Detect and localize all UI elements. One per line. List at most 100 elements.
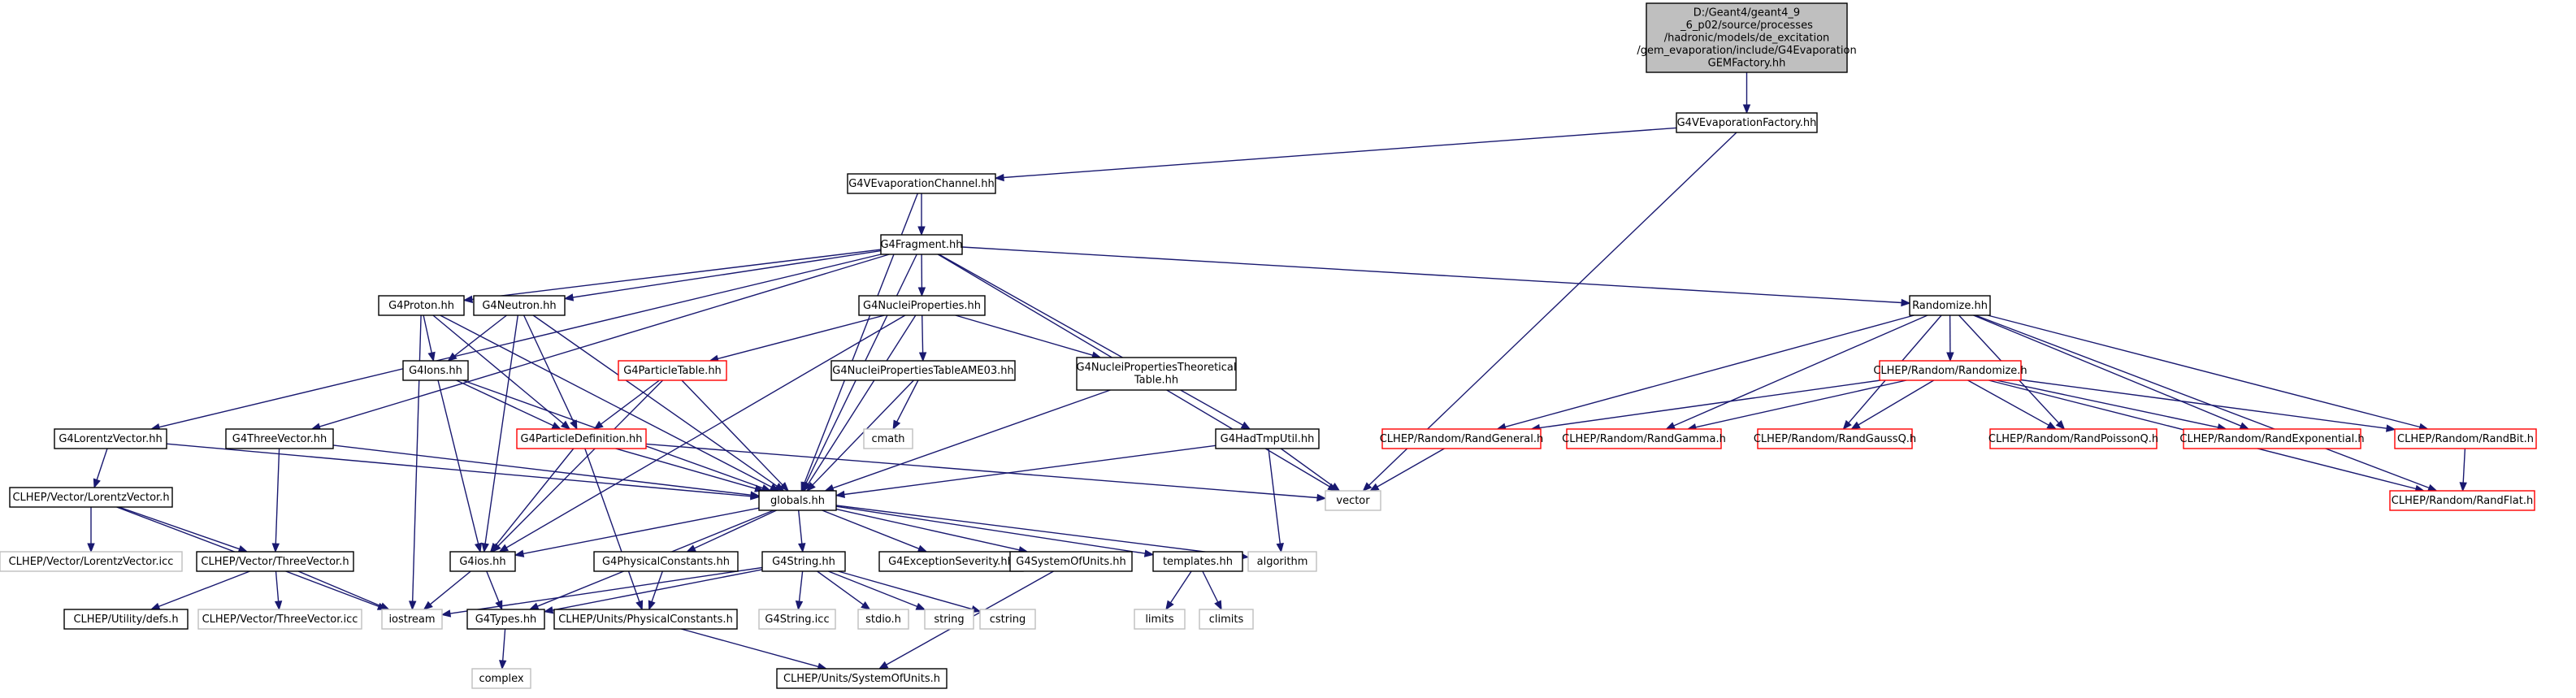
node-label: CLHEP/Random/RandGeneral.h — [1380, 433, 1544, 445]
node-label: GEMFactory.hh — [1708, 57, 1786, 69]
node-g4-fragment[interactable]: G4Fragment.hh — [880, 234, 963, 255]
arrowhead-icon — [495, 600, 503, 611]
node-globals[interactable]: globals.hh — [758, 490, 837, 511]
arrowhead-icon — [917, 287, 926, 297]
node-label: CLHEP/Random/RandGamma.h — [1562, 433, 1726, 445]
node-vector[interactable]: vector — [1325, 490, 1381, 511]
node-lorentz-vector-icc[interactable]: CLHEP/Vector/LorentzVector.icc — [0, 551, 183, 572]
node-clhepthree-vector[interactable]: CLHEP/Vector/ThreeVector.h — [196, 551, 354, 572]
edge-rand-bit-to-rand-flat — [2459, 448, 2467, 492]
arrowhead-icon — [806, 482, 816, 492]
node-g4-had-tmp-util[interactable]: G4HadTmpUtil.hh — [1215, 428, 1320, 449]
node-clhepphysical-constants[interactable]: CLHEP/Units/PhysicalConstants.h — [553, 609, 738, 630]
node-box — [473, 295, 566, 316]
edge-g4-particle-table-to-g4ios — [491, 379, 664, 553]
node-algorithm[interactable]: algorithm — [1247, 551, 1317, 572]
node-g4-neutron[interactable]: G4Neutron.hh — [473, 295, 566, 316]
node-g4-vevaporation-factory[interactable]: G4VEvaporationFactory.hh — [1676, 112, 1818, 133]
edge-clheplorentz-vector-to-clhepthree-vector — [119, 506, 249, 553]
node-string[interactable]: string — [924, 609, 974, 630]
edge-line — [843, 444, 1216, 496]
node-g4-string[interactable]: G4String.hh — [761, 551, 846, 572]
arrowhead-icon — [2055, 420, 2066, 430]
arrowhead-icon — [274, 600, 283, 611]
node-randomize[interactable]: Randomize.hh — [1909, 295, 1991, 316]
arrowhead-icon — [543, 606, 554, 614]
node-g4-ions[interactable]: G4Ions.hh — [402, 360, 469, 381]
node-clheplorentz-vector[interactable]: CLHEP/Vector/LorentzVector.h — [9, 487, 173, 508]
node-rand-exponential[interactable]: CLHEP/Random/RandExponential.h — [2179, 428, 2365, 449]
edge-line — [158, 570, 250, 608]
edge-line — [681, 379, 783, 486]
arrowhead-icon — [1316, 493, 1327, 502]
node-clhepsystem-of-units[interactable]: CLHEP/Units/SystemOfUnits.h — [776, 668, 948, 689]
arrowhead-icon — [1165, 600, 1174, 611]
node-rand-bit[interactable]: CLHEP/Random/RandBit.h — [2394, 428, 2537, 449]
node-g4-particle-definition[interactable]: G4ParticleDefinition.hh — [516, 428, 647, 449]
arrowhead-icon — [2239, 422, 2250, 430]
node-rand-flat[interactable]: CLHEP/Random/RandFlat.h — [2389, 490, 2535, 511]
edge-g4-proton-to-g4-particle-definition — [432, 314, 571, 430]
edge-clhepthree-vector-to-clheputility-defs — [150, 570, 250, 610]
node-clheprandomize[interactable]: CLHEP/Random/Randomize.h — [1873, 360, 2027, 381]
node-g4-proton[interactable]: G4Proton.hh — [378, 295, 465, 316]
node-g4-string-icc[interactable]: G4String.icc — [758, 609, 836, 630]
node-climits[interactable]: climits — [1199, 609, 1254, 630]
node-g4-exception-severity[interactable]: G4ExceptionSeverity.hh — [878, 551, 1024, 572]
arrowhead-icon — [1946, 352, 1954, 362]
edge-line — [495, 448, 575, 546]
edge-line — [939, 254, 1243, 426]
node-g4-particle-table[interactable]: G4ParticleTable.hh — [618, 360, 727, 381]
node-templates[interactable]: templates.hh — [1152, 551, 1243, 572]
node-label: CLHEP/Random/RandExponential.h — [2179, 433, 2364, 445]
arrowhead-icon — [918, 352, 927, 362]
edge-line — [471, 249, 882, 301]
edge-clhepthree-vector-to-three-vector-icc — [274, 570, 283, 611]
node-cstring[interactable]: cstring — [979, 609, 1036, 630]
edge-clheprandomize-to-rand-gauss-q — [1850, 379, 1935, 430]
node-cmath[interactable]: cmath — [863, 428, 913, 449]
node-complex[interactable]: complex — [471, 668, 531, 689]
node-g4ios[interactable]: G4ios.hh — [449, 551, 516, 572]
arrowhead-icon — [835, 490, 845, 499]
edge-g4-string-to-iostream — [440, 566, 763, 618]
edge-line — [1202, 570, 1219, 603]
node-limits[interactable]: limits — [1134, 609, 1186, 630]
node-rand-general[interactable]: CLHEP/Random/RandGeneral.h — [1380, 428, 1544, 449]
edge-line — [615, 448, 757, 489]
node-g4-nuclei-properties-table-ame03[interactable]: G4NucleiPropertiesTableAME03.hh — [830, 360, 1016, 381]
node-rand-poisson-q[interactable]: CLHEP/Random/RandPoissonQ.h — [1988, 428, 2158, 449]
node-rand-gauss-q[interactable]: CLHEP/Random/RandGaussQ.h — [1754, 428, 1916, 449]
edge-line — [694, 509, 777, 549]
node-g4-system-of-units[interactable]: G4SystemOfUnits.hh — [1009, 551, 1133, 572]
edge-clheplorentz-vector-to-lorentz-vector-icc — [87, 507, 95, 553]
node-g4-vevaporation-channel[interactable]: G4VEvaporationChannel.hh — [847, 173, 996, 194]
edge-g4-had-tmp-util-to-globals — [835, 444, 1216, 499]
edge-g4-vevaporation-channel-to-g4-fragment — [917, 193, 926, 236]
node-g4-types[interactable]: G4Types.hh — [466, 609, 545, 630]
node-g4-lorentz-vector[interactable]: G4LorentzVector.hh — [54, 428, 167, 449]
node-g4-three-vector[interactable]: G4ThreeVector.hh — [225, 428, 334, 449]
edge-line — [440, 314, 772, 488]
node-label: CLHEP/Random/RandBit.h — [2397, 433, 2534, 445]
node-rand-gamma[interactable]: CLHEP/Random/RandGamma.h — [1562, 428, 1726, 449]
node-box — [761, 551, 846, 572]
node-stdio[interactable]: stdio.h — [857, 609, 909, 630]
node-clheputility-defs[interactable]: CLHEP/Utility/defs.h — [63, 609, 189, 630]
edge-g4-nuclei-properties-to-g4-particle-table — [709, 314, 885, 362]
arrowhead-icon — [779, 482, 789, 492]
node-label: Table.hh — [1134, 375, 1178, 387]
edge-line — [449, 566, 763, 614]
node-three-vector-icc[interactable]: CLHEP/Vector/ThreeVector.icc — [197, 609, 362, 630]
node-g4-nuclei-properties[interactable]: G4NucleiProperties.hh — [858, 295, 986, 316]
node-box — [378, 295, 465, 316]
node-label: iostream — [388, 613, 435, 626]
edge-line — [96, 448, 108, 480]
node-label: string — [934, 613, 964, 626]
node-g4-physical-constants[interactable]: G4PhysicalConstants.hh — [593, 551, 739, 572]
edge-g4-string-to-string — [828, 570, 926, 610]
node-iostream[interactable]: iostream — [381, 609, 443, 630]
node-root[interactable]: D:/Geant4/geant4_9_6_p02/source/processe… — [1637, 2, 1857, 73]
node-label: /hadronic/models/de_excitation — [1664, 32, 1830, 44]
